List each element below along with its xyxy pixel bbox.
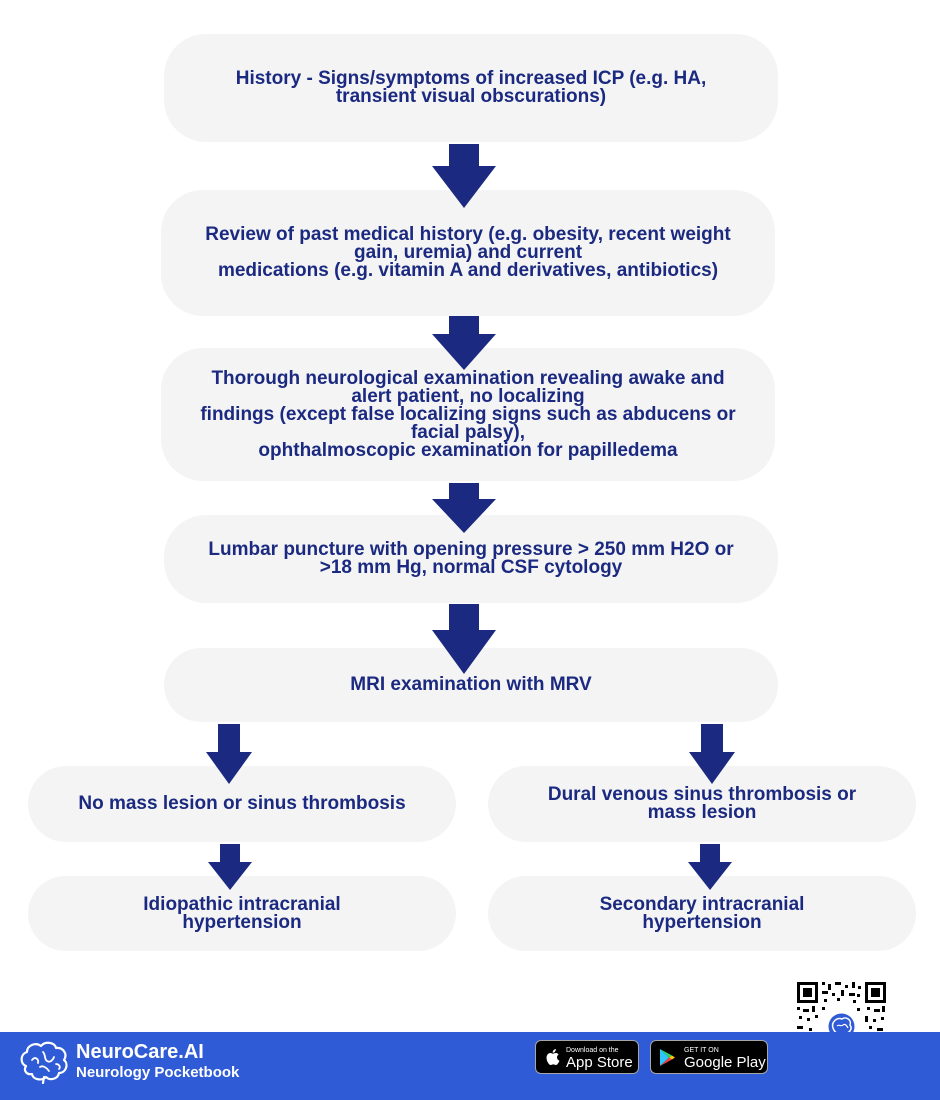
right-branch-text: Dural venous sinus thrombosis or mass le… [547, 784, 857, 823]
google-play-badge[interactable]: GET IT ON Google Play [650, 1040, 768, 1074]
google-play-icon [660, 1049, 675, 1066]
google-play-small-label: GET IT ON [684, 1047, 719, 1054]
google-play-label: Google Play [684, 1054, 766, 1071]
right-result-text: Secondary intracranial hypertension [599, 893, 805, 933]
apple-icon [546, 1049, 560, 1066]
step-mri-text: MRI examination with MRV [350, 674, 592, 695]
left-result-box: Idiopathic intracranial hypertension [28, 876, 456, 951]
app-store-small-label: Download on the [566, 1047, 619, 1054]
app-store-badge[interactable]: Download on the App Store [535, 1040, 639, 1074]
arrow-down-2 [432, 316, 496, 370]
step-history-box: History - Signs/symptoms of increased IC… [164, 34, 778, 142]
arrow-down-1 [432, 144, 496, 208]
brand-name: NeuroCare.AI [76, 1041, 204, 1063]
step-past-history-box: Review of past medical history (e.g. obe… [161, 190, 775, 316]
arrow-down-left-branch [206, 724, 252, 784]
brand-subtitle: Neurology Pocketbook [76, 1064, 240, 1081]
arrow-down-3 [432, 483, 496, 533]
arrow-down-right-result [688, 844, 732, 890]
left-result-text: Idiopathic intracranial hypertension [143, 893, 341, 933]
arrow-down-right-branch [689, 724, 735, 784]
step-neuro-exam-text: Thorough neurological examination reveal… [200, 367, 736, 461]
footer-bar: NeuroCare.AI Neurology Pocketbook Downlo… [0, 1032, 940, 1100]
left-branch-text: No mass lesion or sinus thrombosis [78, 793, 406, 814]
step-history-text: History - Signs/symptoms of increased IC… [235, 68, 707, 107]
brain-logo-icon [20, 1041, 68, 1084]
arrow-down-left-result [208, 844, 252, 890]
step-lumbar-puncture-text: Lumbar puncture with opening pressure > … [208, 539, 734, 578]
left-branch-box: No mass lesion or sinus thrombosis [28, 766, 456, 842]
app-store-label: App Store [566, 1054, 633, 1071]
arrow-down-4 [432, 604, 496, 674]
right-branch-box: Dural venous sinus thrombosis or mass le… [488, 766, 916, 842]
step-past-history-text: Review of past medical history (e.g. obe… [205, 224, 731, 281]
right-result-box: Secondary intracranial hypertension [488, 876, 916, 951]
step-lumbar-puncture-box: Lumbar puncture with opening pressure > … [164, 515, 778, 603]
step-neuro-exam-box: Thorough neurological examination reveal… [161, 348, 775, 481]
